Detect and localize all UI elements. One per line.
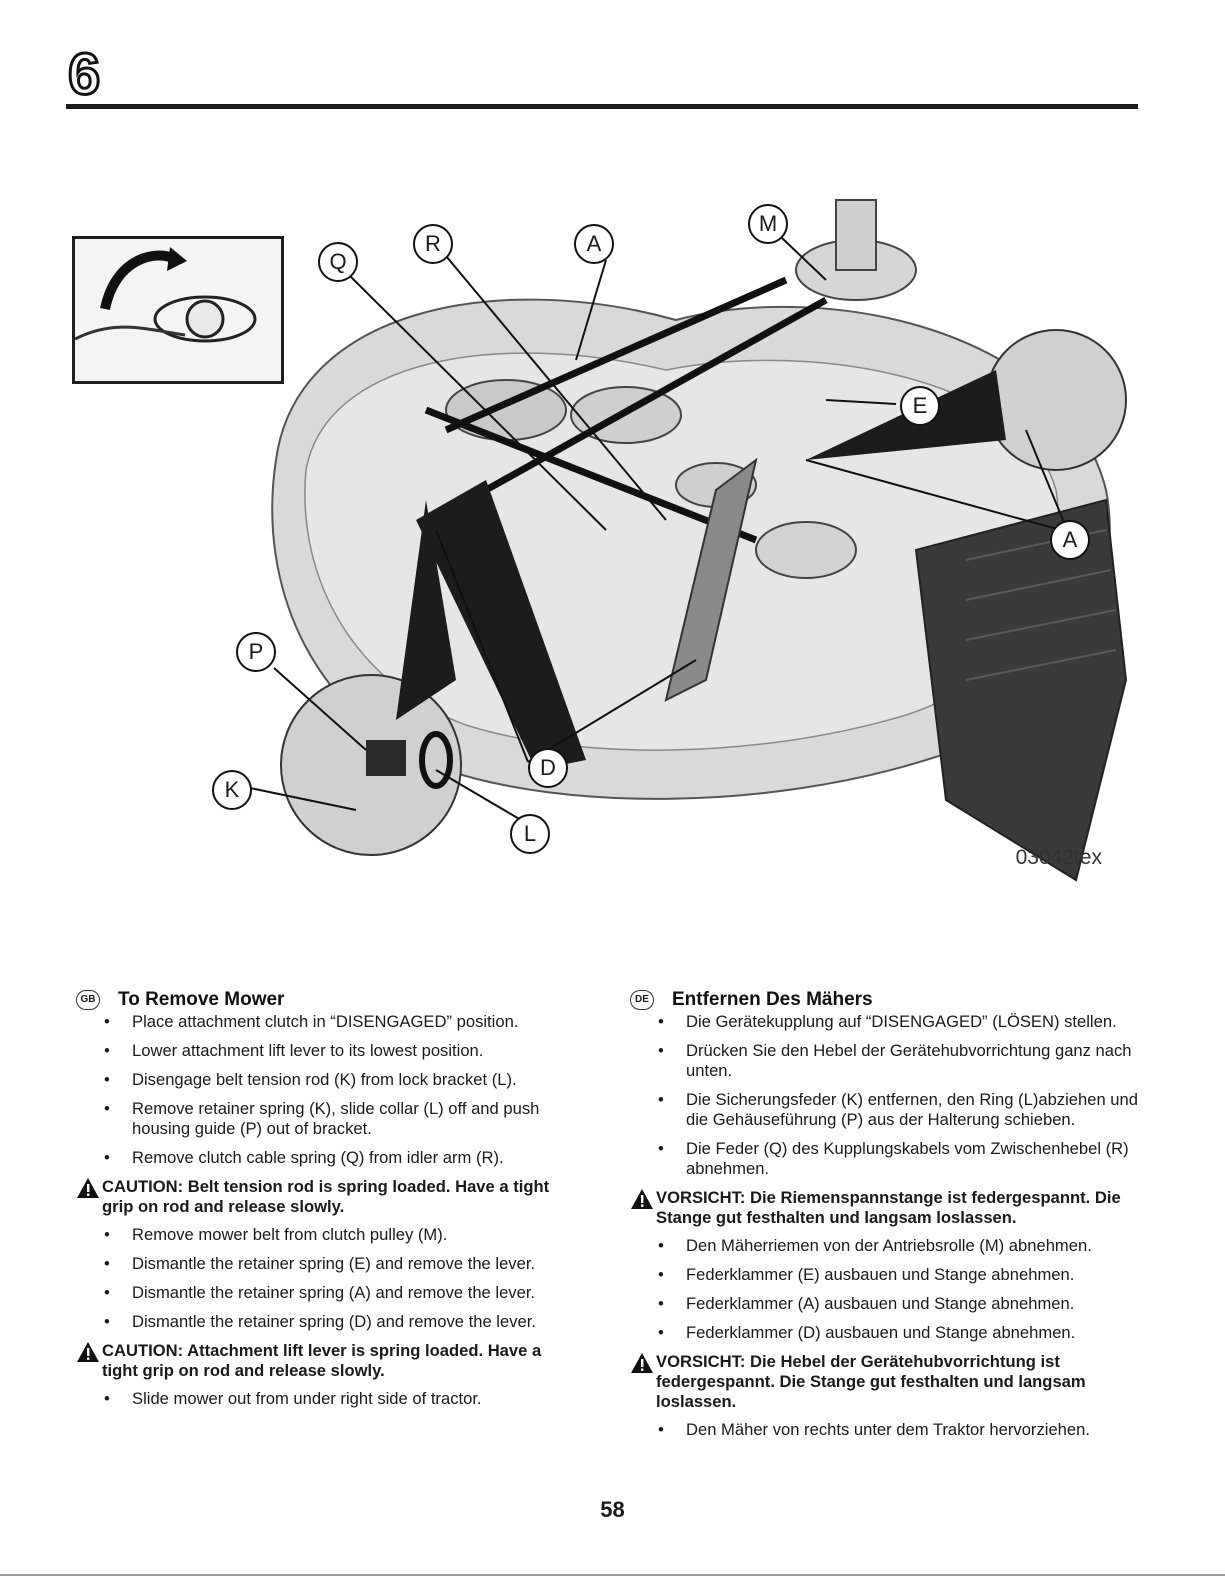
warning-icon — [77, 1178, 99, 1198]
instruction-step: Remove clutch cable spring (Q) from idle… — [76, 1148, 576, 1168]
warning-icon — [77, 1342, 99, 1362]
caution-note: VORSICHT: Die Riemenspannstange ist fede… — [630, 1188, 1140, 1228]
instruction-step: Federklammer (E) ausbauen und Stange abn… — [630, 1265, 1140, 1285]
instruction-step: Place attachment clutch in “DISENGAGED” … — [76, 1012, 576, 1032]
instruction-step: Slide mower out from under right side of… — [76, 1389, 576, 1409]
footer-rule — [0, 1574, 1225, 1576]
instruction-step: Lower attachment lift lever to its lowes… — [76, 1041, 576, 1061]
section-title: To Remove Mower — [118, 989, 285, 1010]
instruction-step: Den Mäher von rechts unter dem Traktor h… — [630, 1420, 1140, 1440]
detail-inset — [72, 236, 284, 384]
language-badge: DE — [630, 990, 654, 1010]
english-instructions: GB To Remove Mower Place attachment clut… — [76, 990, 576, 1418]
callout-label: L — [510, 814, 550, 854]
callout-label: E — [900, 386, 940, 426]
instruction-step: Drücken Sie den Hebel der Gerätehubvorri… — [630, 1041, 1140, 1081]
callout-label: R — [413, 224, 453, 264]
chapter-number: 6 — [66, 41, 126, 109]
instruction-step: Dismantle the retainer spring (E) and re… — [76, 1254, 576, 1274]
instruction-step: Den Mäherriemen von der Antriebsrolle (M… — [630, 1236, 1140, 1256]
page-number: 58 — [600, 1497, 625, 1522]
callout-label: A — [1050, 520, 1090, 560]
callout-label: Q — [318, 242, 358, 282]
callout-label: A — [574, 224, 614, 264]
warning-icon — [631, 1189, 653, 1209]
callout-label: P — [236, 632, 276, 672]
instruction-step: Dismantle the retainer spring (A) and re… — [76, 1283, 576, 1303]
instruction-step: Remove mower belt from clutch pulley (M)… — [76, 1225, 576, 1245]
warning-icon — [631, 1353, 653, 1373]
instruction-step: Dismantle the retainer spring (D) and re… — [76, 1312, 576, 1332]
caution-note: CAUTION: Belt tension rod is spring load… — [76, 1177, 576, 1217]
section-title: Entfernen Des Mähers — [672, 989, 873, 1010]
header-rule — [66, 104, 1138, 109]
caution-note: VORSICHT: Die Hebel der Gerätehubvorrich… — [630, 1352, 1140, 1412]
instruction-step: Die Gerätekupplung auf “DISENGAGED” (LÖS… — [630, 1012, 1140, 1032]
instruction-step: Disengage belt tension rod (K) from lock… — [76, 1070, 576, 1090]
instruction-step: Die Feder (Q) des Kupplungskabels vom Zw… — [630, 1139, 1140, 1179]
callout-label: M — [748, 204, 788, 244]
instruction-step: Die Sicherungsfeder (K) entfernen, den R… — [630, 1090, 1140, 1130]
instruction-step: Federklammer (A) ausbauen und Stange abn… — [630, 1294, 1140, 1314]
language-badge: GB — [76, 990, 100, 1010]
caution-note: CAUTION: Attachment lift lever is spring… — [76, 1341, 576, 1381]
callout-label: D — [528, 748, 568, 788]
german-instructions: DE Entfernen Des Mähers Die Gerätekupplu… — [630, 990, 1140, 1449]
figure-code: 03042tex — [1015, 846, 1102, 869]
svg-text:6: 6 — [68, 46, 100, 106]
instruction-step: Remove retainer spring (K), slide collar… — [76, 1099, 576, 1139]
callout-label: K — [212, 770, 252, 810]
instruction-step: Federklammer (D) ausbauen und Stange abn… — [630, 1323, 1140, 1343]
